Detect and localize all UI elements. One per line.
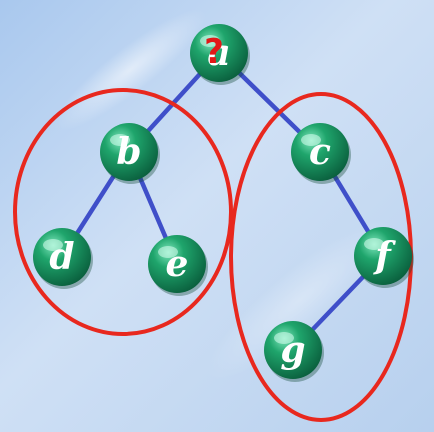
node-b: b [100,123,160,184]
node-f: f [354,227,414,288]
node-label: d [49,236,74,278]
root-question-mark: ? [204,32,224,72]
node-label: c [309,131,331,173]
node-label: e [166,243,189,285]
node-highlight [43,239,63,251]
node-label: b [116,131,141,173]
node-d: d [33,228,93,289]
node-g: g [264,321,324,382]
node-e: e [148,235,208,296]
node-c: c [291,123,351,184]
node-label: a [207,32,230,74]
node-highlight [364,238,384,250]
tree-nodes: a b c d e f g? [33,24,414,382]
left-subtree-ellipse [13,88,233,336]
background-streak [206,219,394,381]
node-highlight [200,35,220,47]
node-label: g [280,329,305,371]
node-highlight [158,246,178,258]
node-highlight [110,134,130,146]
background-streak [53,8,207,132]
node-highlight [301,134,321,146]
node-highlight [274,332,294,344]
node-a: a [190,24,250,85]
